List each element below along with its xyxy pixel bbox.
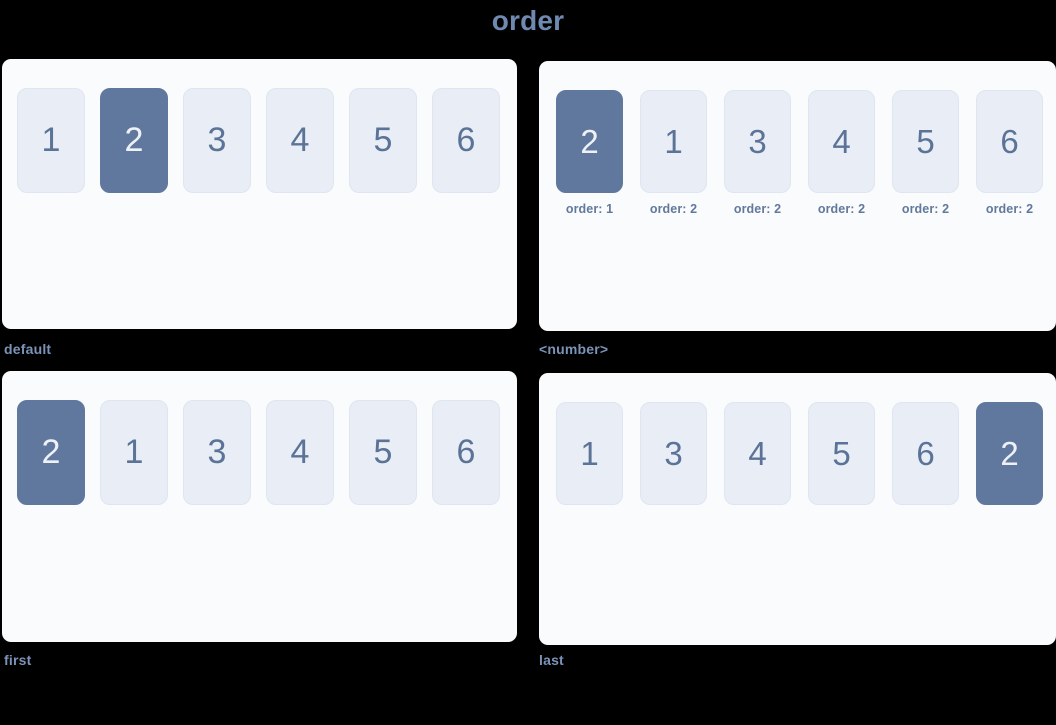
- order-item-cell: 2: [17, 400, 100, 505]
- order-item-cell: 1 order: 2: [640, 90, 724, 216]
- order-item-cell: 2: [100, 88, 183, 193]
- order-item[interactable]: 5: [349, 400, 417, 505]
- order-item-cell: 1: [100, 400, 183, 505]
- order-item[interactable]: 3: [183, 88, 251, 193]
- order-item-cell: 3 order: 2: [724, 90, 808, 216]
- order-item-cell: 5: [349, 400, 432, 505]
- order-item-cell: 4: [266, 400, 349, 505]
- order-item[interactable]: 2: [976, 402, 1043, 505]
- order-item[interactable]: 4: [724, 402, 791, 505]
- order-value-label: order: 2: [733, 202, 782, 216]
- order-item[interactable]: 5: [349, 88, 417, 193]
- caption-default: default: [4, 341, 52, 357]
- order-item[interactable]: 4: [266, 88, 334, 193]
- order-item-cell: 3: [183, 88, 266, 193]
- order-item-cell: 5: [808, 402, 892, 505]
- order-item-cell: 1: [17, 88, 100, 193]
- order-item[interactable]: 3: [724, 90, 791, 193]
- item-row-number: 2 order: 1 1 order: 2 3 order: 2 4 order: 2 5 ord…: [539, 61, 1056, 216]
- order-item-cell: 5 order: 2: [892, 90, 976, 216]
- order-item[interactable]: 1: [17, 88, 85, 193]
- order-item[interactable]: 2: [17, 400, 85, 505]
- order-item[interactable]: 6: [432, 88, 500, 193]
- order-item-cell: 6: [432, 88, 515, 193]
- order-item-cell: 2 order: 1: [556, 90, 640, 216]
- order-item-cell: 4: [724, 402, 808, 505]
- caption-last: last: [539, 652, 564, 668]
- order-value-label: order: 2: [649, 202, 698, 216]
- order-item[interactable]: 2: [556, 90, 623, 193]
- order-item-cell: 6 order: 2: [976, 90, 1056, 216]
- order-item[interactable]: 1: [100, 400, 168, 505]
- order-item[interactable]: 5: [892, 90, 959, 193]
- page-title: order: [491, 5, 565, 36]
- order-item-cell: 6: [432, 400, 515, 505]
- order-item-cell: 2: [976, 402, 1056, 505]
- order-item-cell: 5: [349, 88, 432, 193]
- caption-first: first: [4, 652, 32, 668]
- order-item[interactable]: 2: [100, 88, 168, 193]
- order-value-label: order: 2: [985, 202, 1034, 216]
- order-value-label: order: 2: [817, 202, 866, 216]
- order-item[interactable]: 5: [808, 402, 875, 505]
- order-item[interactable]: 4: [808, 90, 875, 193]
- order-item[interactable]: 1: [640, 90, 707, 193]
- order-item[interactable]: 6: [432, 400, 500, 505]
- order-item-cell: 3: [183, 400, 266, 505]
- order-value-label: order: 2: [901, 202, 950, 216]
- panel-number: 2 order: 1 1 order: 2 3 order: 2 4 order: 2 5 ord…: [539, 61, 1056, 331]
- order-item[interactable]: 3: [640, 402, 707, 505]
- order-item-cell: 6: [892, 402, 976, 505]
- order-item-cell: 3: [640, 402, 724, 505]
- order-item[interactable]: 6: [892, 402, 959, 505]
- order-item[interactable]: 6: [976, 90, 1043, 193]
- caption-number: <number>: [539, 341, 609, 357]
- order-item-cell: 4 order: 2: [808, 90, 892, 216]
- order-item-cell: 1: [556, 402, 640, 505]
- order-item[interactable]: 3: [183, 400, 251, 505]
- order-item[interactable]: 1: [556, 402, 623, 505]
- order-item-cell: 4: [266, 88, 349, 193]
- order-value-label: order: 1: [565, 202, 614, 216]
- order-item[interactable]: 4: [266, 400, 334, 505]
